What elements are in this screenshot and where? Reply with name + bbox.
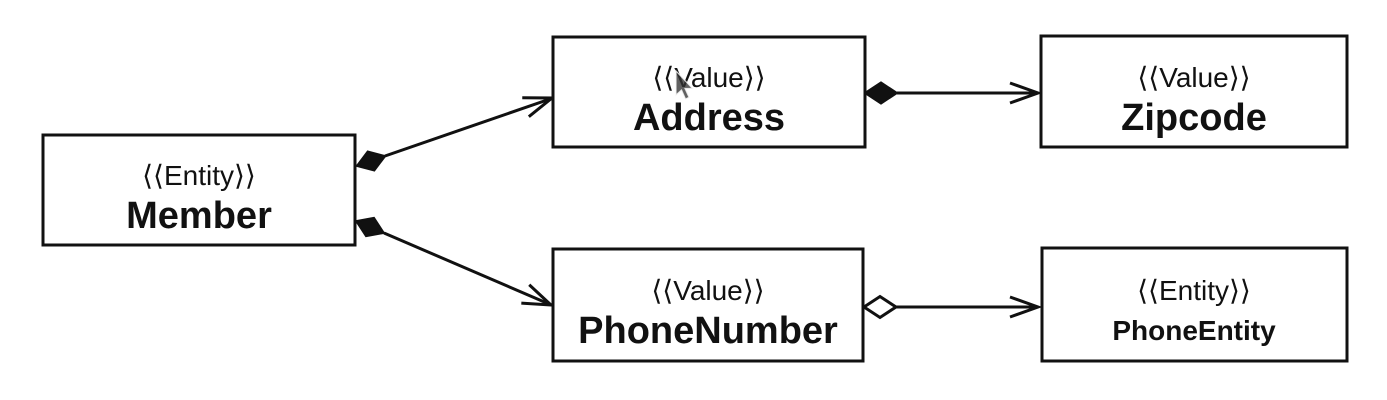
edge-line bbox=[383, 231, 550, 306]
edge-line bbox=[384, 97, 551, 158]
node-box bbox=[551, 247, 865, 363]
node-stereotype: ⟨⟨Value⟩⟩ bbox=[652, 62, 765, 93]
aggregation-diamond-icon bbox=[861, 294, 899, 320]
node-stereotype: ⟨⟨Entity⟩⟩ bbox=[1137, 275, 1251, 306]
node-stereotype: ⟨⟨Value⟩⟩ bbox=[1137, 62, 1250, 93]
edge-phonenumber-phoneentity[interactable] bbox=[861, 294, 1043, 320]
mouse-cursor-icon bbox=[675, 69, 694, 100]
node-phoneentity[interactable]: ⟨⟨Entity⟩⟩ PhoneEntity bbox=[1040, 246, 1349, 363]
arrowhead-icon bbox=[1009, 81, 1043, 105]
node-name: PhoneEntity bbox=[1112, 315, 1276, 346]
node-name: Address bbox=[633, 97, 785, 139]
node-name: Member bbox=[126, 195, 272, 237]
arrowhead-icon bbox=[521, 283, 556, 307]
composition-diamond-icon bbox=[354, 216, 386, 238]
node-box bbox=[1039, 34, 1349, 149]
node-address[interactable]: ⟨⟨Value⟩⟩ Address bbox=[551, 35, 867, 149]
arrowhead-icon bbox=[1009, 295, 1043, 319]
node-zipcode[interactable]: ⟨⟨Value⟩⟩ Zipcode bbox=[1039, 34, 1349, 149]
node-box bbox=[1040, 246, 1349, 363]
edge-member-address[interactable] bbox=[354, 89, 557, 176]
node-phonenumber[interactable]: ⟨⟨Value⟩⟩ PhoneNumber bbox=[551, 247, 865, 363]
node-box bbox=[551, 35, 867, 149]
edge-address-zipcode[interactable] bbox=[863, 81, 1043, 105]
node-box bbox=[41, 133, 357, 247]
node-name: PhoneNumber bbox=[578, 310, 838, 352]
node-name: Zipcode bbox=[1121, 97, 1267, 139]
composition-diamond-icon bbox=[863, 81, 899, 105]
node-stereotype: ⟨⟨Value⟩⟩ bbox=[651, 275, 764, 306]
edge-member-phonenumber[interactable] bbox=[352, 212, 556, 314]
node-member[interactable]: ⟨⟨Entity⟩⟩ Member bbox=[41, 133, 357, 247]
composition-diamond-icon bbox=[355, 150, 387, 172]
node-stereotype: ⟨⟨Entity⟩⟩ bbox=[142, 160, 256, 191]
